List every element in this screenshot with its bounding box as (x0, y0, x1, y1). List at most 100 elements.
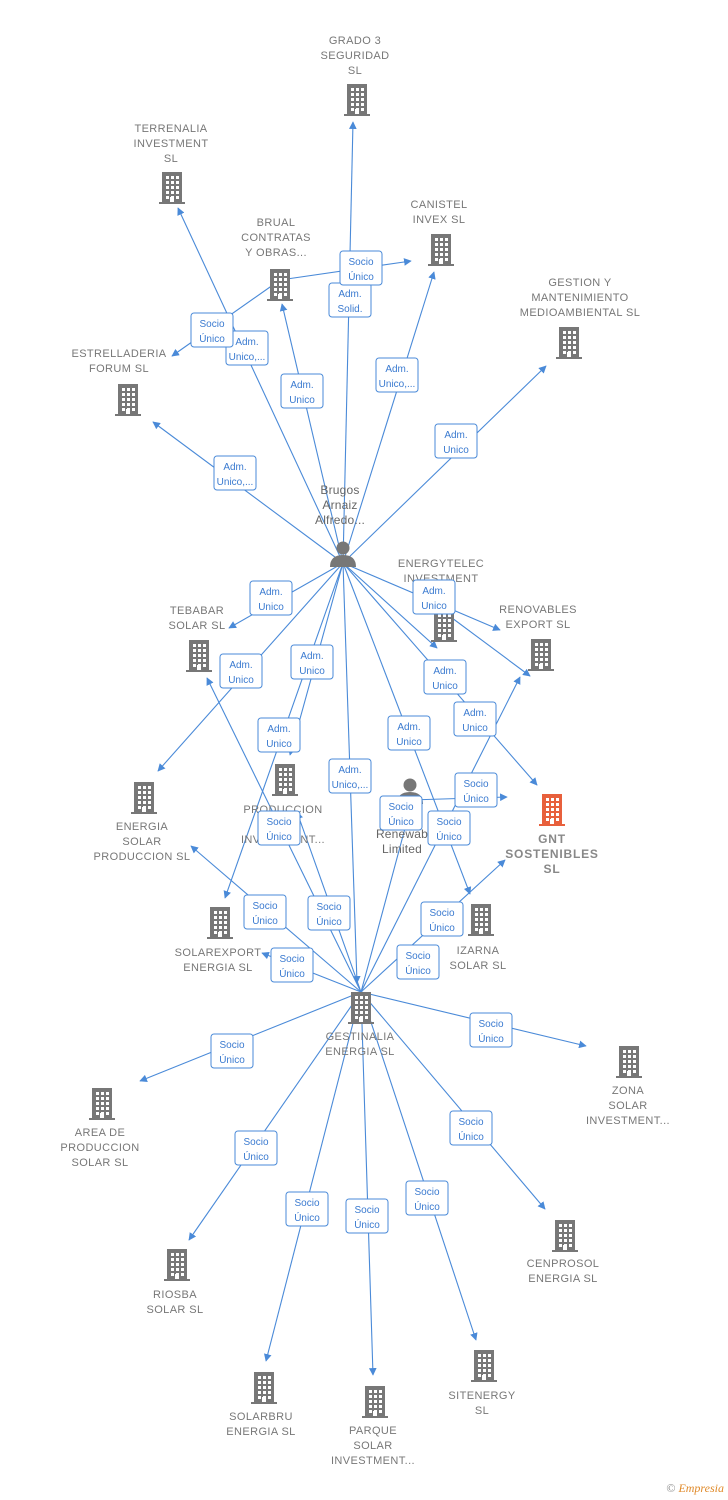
edge-label[interactable]: Adm.Unico (280, 373, 324, 409)
node-label: ESTRELLADERIA (71, 348, 166, 360)
node-zona[interactable]: ZONASOLARINVESTMENT... (586, 1046, 670, 1127)
edge-gestinalia-cenprosol (360, 991, 546, 1210)
node-parque[interactable]: PARQUESOLARINVESTMENT... (331, 1386, 415, 1467)
edge-label[interactable]: Adm.Unico (290, 644, 334, 680)
building-icon (528, 639, 554, 671)
edge-label-text: Socio (429, 908, 454, 919)
edge-label[interactable]: Adm.Solid. (328, 282, 372, 318)
node-label: SL (348, 65, 362, 77)
edge-label-text: Unico (289, 395, 315, 406)
node-label: INVESTMENT... (331, 1455, 415, 1467)
edge-label-text: Socio (294, 1198, 319, 1209)
edge-label[interactable]: Adm.Unico (423, 659, 467, 695)
edge-label[interactable]: Adm.Unico,... (328, 758, 372, 794)
edge-label[interactable]: Adm. Unico (219, 653, 263, 689)
edge-label-text: Adm. (338, 765, 361, 776)
node-brugos[interactable]: BrugosArnaizAlfredo... (315, 483, 365, 567)
node-label: SOLAR SL (168, 620, 225, 632)
node-label: SOLAR SL (449, 960, 506, 972)
edge-label[interactable]: Adm.Unico (412, 579, 456, 615)
node-gestinalia[interactable]: GESTINALIA ENERGIA SL (325, 992, 394, 1058)
edge-label[interactable]: Adm.Unico,... (225, 330, 269, 366)
edge-label-text: Unico,... (379, 379, 416, 390)
edge-label[interactable]: Adm.Unico (249, 580, 293, 616)
node-label: ENERGIA SL (325, 1046, 394, 1058)
building-icon (272, 764, 298, 796)
edge-label-text: Unico (228, 675, 254, 686)
edge-label[interactable]: Adm.Unico (257, 717, 301, 753)
node-label: IZARNA (457, 945, 500, 957)
edge-label-text: Adm. (229, 660, 252, 671)
edge-label-text: Único (266, 830, 292, 843)
node-label: SOLARBRU (229, 1411, 293, 1423)
edge-label[interactable]: Adm.Unico (434, 423, 478, 459)
edge-label-text: Socio (478, 1019, 503, 1030)
building-icon (186, 640, 212, 672)
edge-label-text: Socio (348, 257, 373, 268)
edge-label-text: Unico (299, 666, 325, 677)
edge-label[interactable]: Adm.Unico (387, 715, 431, 751)
edge-label[interactable]: Adm.Unico,... (213, 455, 257, 491)
edge-label-text: Unico (396, 737, 422, 748)
edge-label[interactable]: Adm.Unico,... (375, 357, 419, 393)
brand-logo[interactable]: Empresia (678, 1481, 724, 1495)
building-icon (428, 234, 454, 266)
edge-label-box (427, 810, 471, 846)
building-icon (131, 782, 157, 814)
building-icon (471, 1350, 497, 1382)
building-icon (468, 904, 494, 936)
edge-gestinalia-renewab (360, 805, 413, 993)
node-label: ENERGIA SL (528, 1273, 597, 1285)
edge-label-box (469, 1012, 513, 1048)
node-label: INVEX SL (413, 214, 466, 226)
edge-label-box (190, 312, 234, 348)
edge-label[interactable]: Adm.Unico (453, 701, 497, 737)
node-label: GNT (538, 832, 566, 846)
node-label: Limited (382, 842, 422, 856)
edge-gestinalia-solarbru (263, 991, 362, 1362)
node-label: GESTINALIA (326, 1031, 395, 1043)
edge-label-text: Adm. (235, 337, 258, 348)
node-label: SITENERGY (448, 1390, 515, 1402)
node-label: RIOSBA (153, 1289, 197, 1301)
edge-label-text: Unico (462, 723, 488, 734)
node-label: SOLAR (122, 836, 161, 848)
node-izarna[interactable]: IZARNA SOLAR SL (449, 904, 506, 972)
edge-label-text: Único (252, 914, 278, 927)
